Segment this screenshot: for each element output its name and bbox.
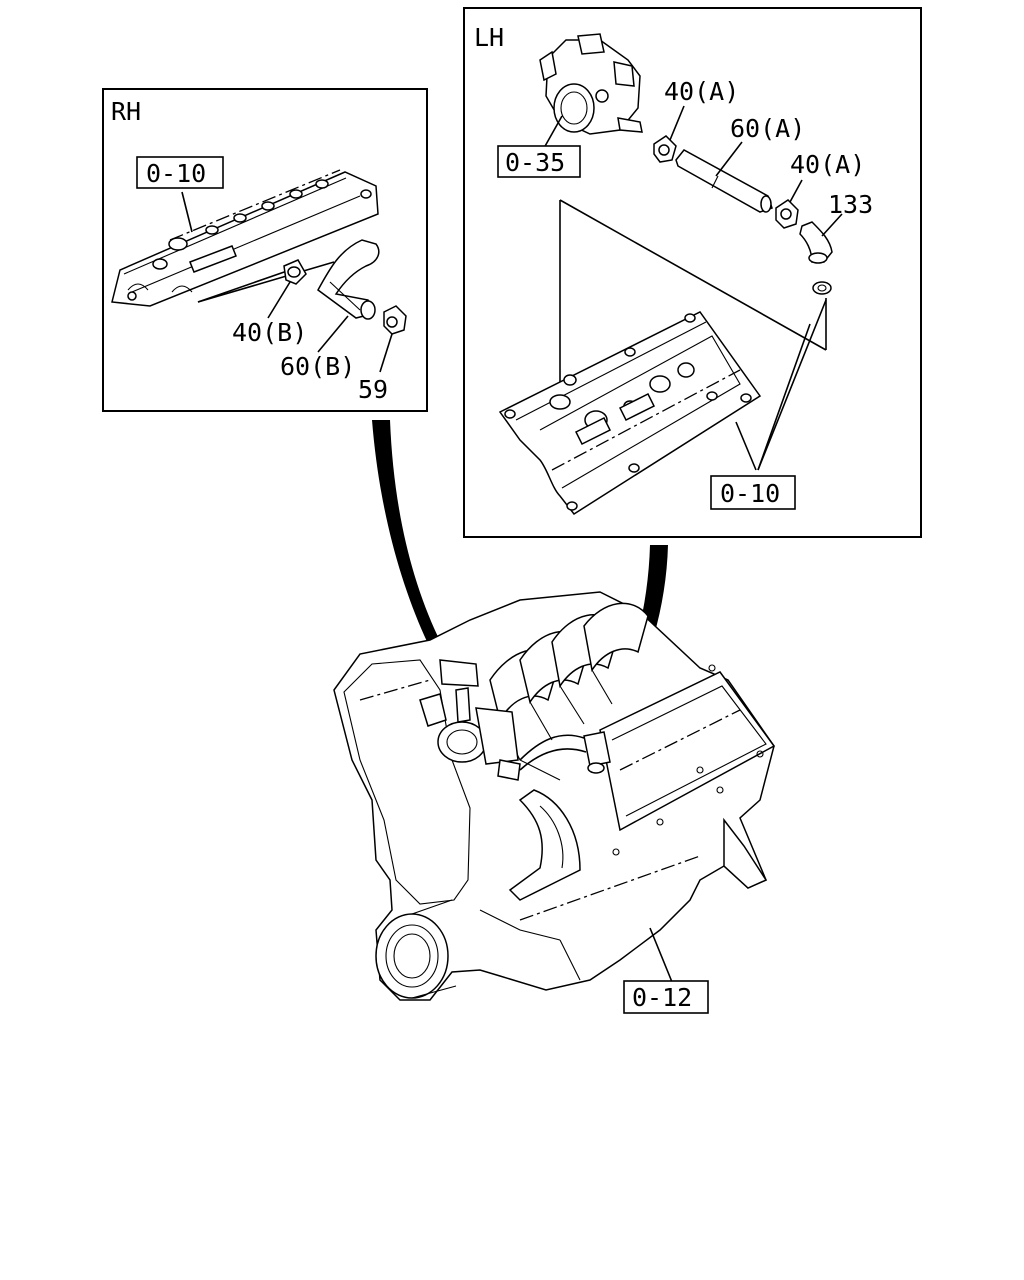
lh-cover-ref-label: 0-10	[720, 479, 780, 508]
rh-cover-ref-label: 0-10	[146, 159, 206, 188]
lh-clamp-2-label: 40(A)	[790, 150, 865, 179]
rh-hose-60b	[317, 239, 380, 320]
rh-cylinder-head-cover	[111, 169, 379, 307]
engine-ref-label: 0-12	[632, 983, 692, 1012]
rh-part-59-label: 59	[358, 375, 388, 404]
rh-part-59-leader	[379, 333, 393, 373]
rh-callout-arrow	[372, 420, 452, 668]
lh-hose-leader	[715, 141, 743, 177]
lh-throttle-ref-box	[497, 145, 581, 178]
lh-panel: LH	[463, 7, 922, 538]
lh-cover-leader-3	[757, 299, 827, 471]
lh-cover-leader-2	[757, 323, 811, 471]
rh-cover-ref-box	[136, 156, 224, 189]
lh-hose-60a	[675, 149, 773, 213]
lh-elbow-133	[799, 221, 833, 264]
lh-clamp-40a-2	[775, 199, 799, 229]
rh-connection-line-1	[197, 261, 335, 303]
lh-throttle-body	[539, 33, 643, 135]
engine-leader	[649, 927, 673, 983]
rh-clamp-40b	[283, 259, 307, 285]
lh-connection-line-1	[559, 199, 827, 351]
engine-assembly	[333, 591, 776, 1001]
rh-clamp-leader	[267, 281, 291, 319]
lh-panel-title: LH	[474, 23, 504, 52]
lh-cylinder-head-cover	[498, 311, 762, 515]
lh-elbow-leader	[821, 213, 843, 237]
lh-clamp-1-leader	[669, 105, 685, 141]
lh-grommet	[812, 281, 832, 295]
lh-cover-ref-box	[710, 475, 796, 510]
lh-clamp-1-label: 40(A)	[664, 77, 739, 106]
rh-panel: RH	[102, 88, 428, 412]
rh-hose-leader	[317, 315, 349, 353]
lh-grommet-hole	[817, 284, 827, 292]
rh-part-59	[383, 305, 407, 335]
rh-hose-label: 60(B)	[280, 352, 355, 381]
lh-clamp-40a-1	[653, 135, 677, 163]
lh-part-133-label: 133	[828, 190, 873, 219]
rh-connection-line-2	[197, 269, 291, 303]
rh-panel-frame	[102, 88, 428, 412]
lh-hose-label: 60(A)	[730, 114, 805, 143]
rh-panel-title: RH	[111, 97, 141, 126]
lh-throttle-ref-label: 0-35	[505, 148, 565, 177]
lh-throttle-leader	[543, 115, 563, 149]
lh-clamp-2-leader	[789, 179, 803, 203]
lh-panel-frame	[463, 7, 922, 538]
lh-callout-arrow	[594, 545, 668, 746]
rh-clamp-label: 40(B)	[232, 318, 307, 347]
rh-cover-leader	[181, 191, 193, 233]
engine-ref-box	[623, 980, 709, 1014]
lh-cover-leader-1	[735, 421, 757, 471]
